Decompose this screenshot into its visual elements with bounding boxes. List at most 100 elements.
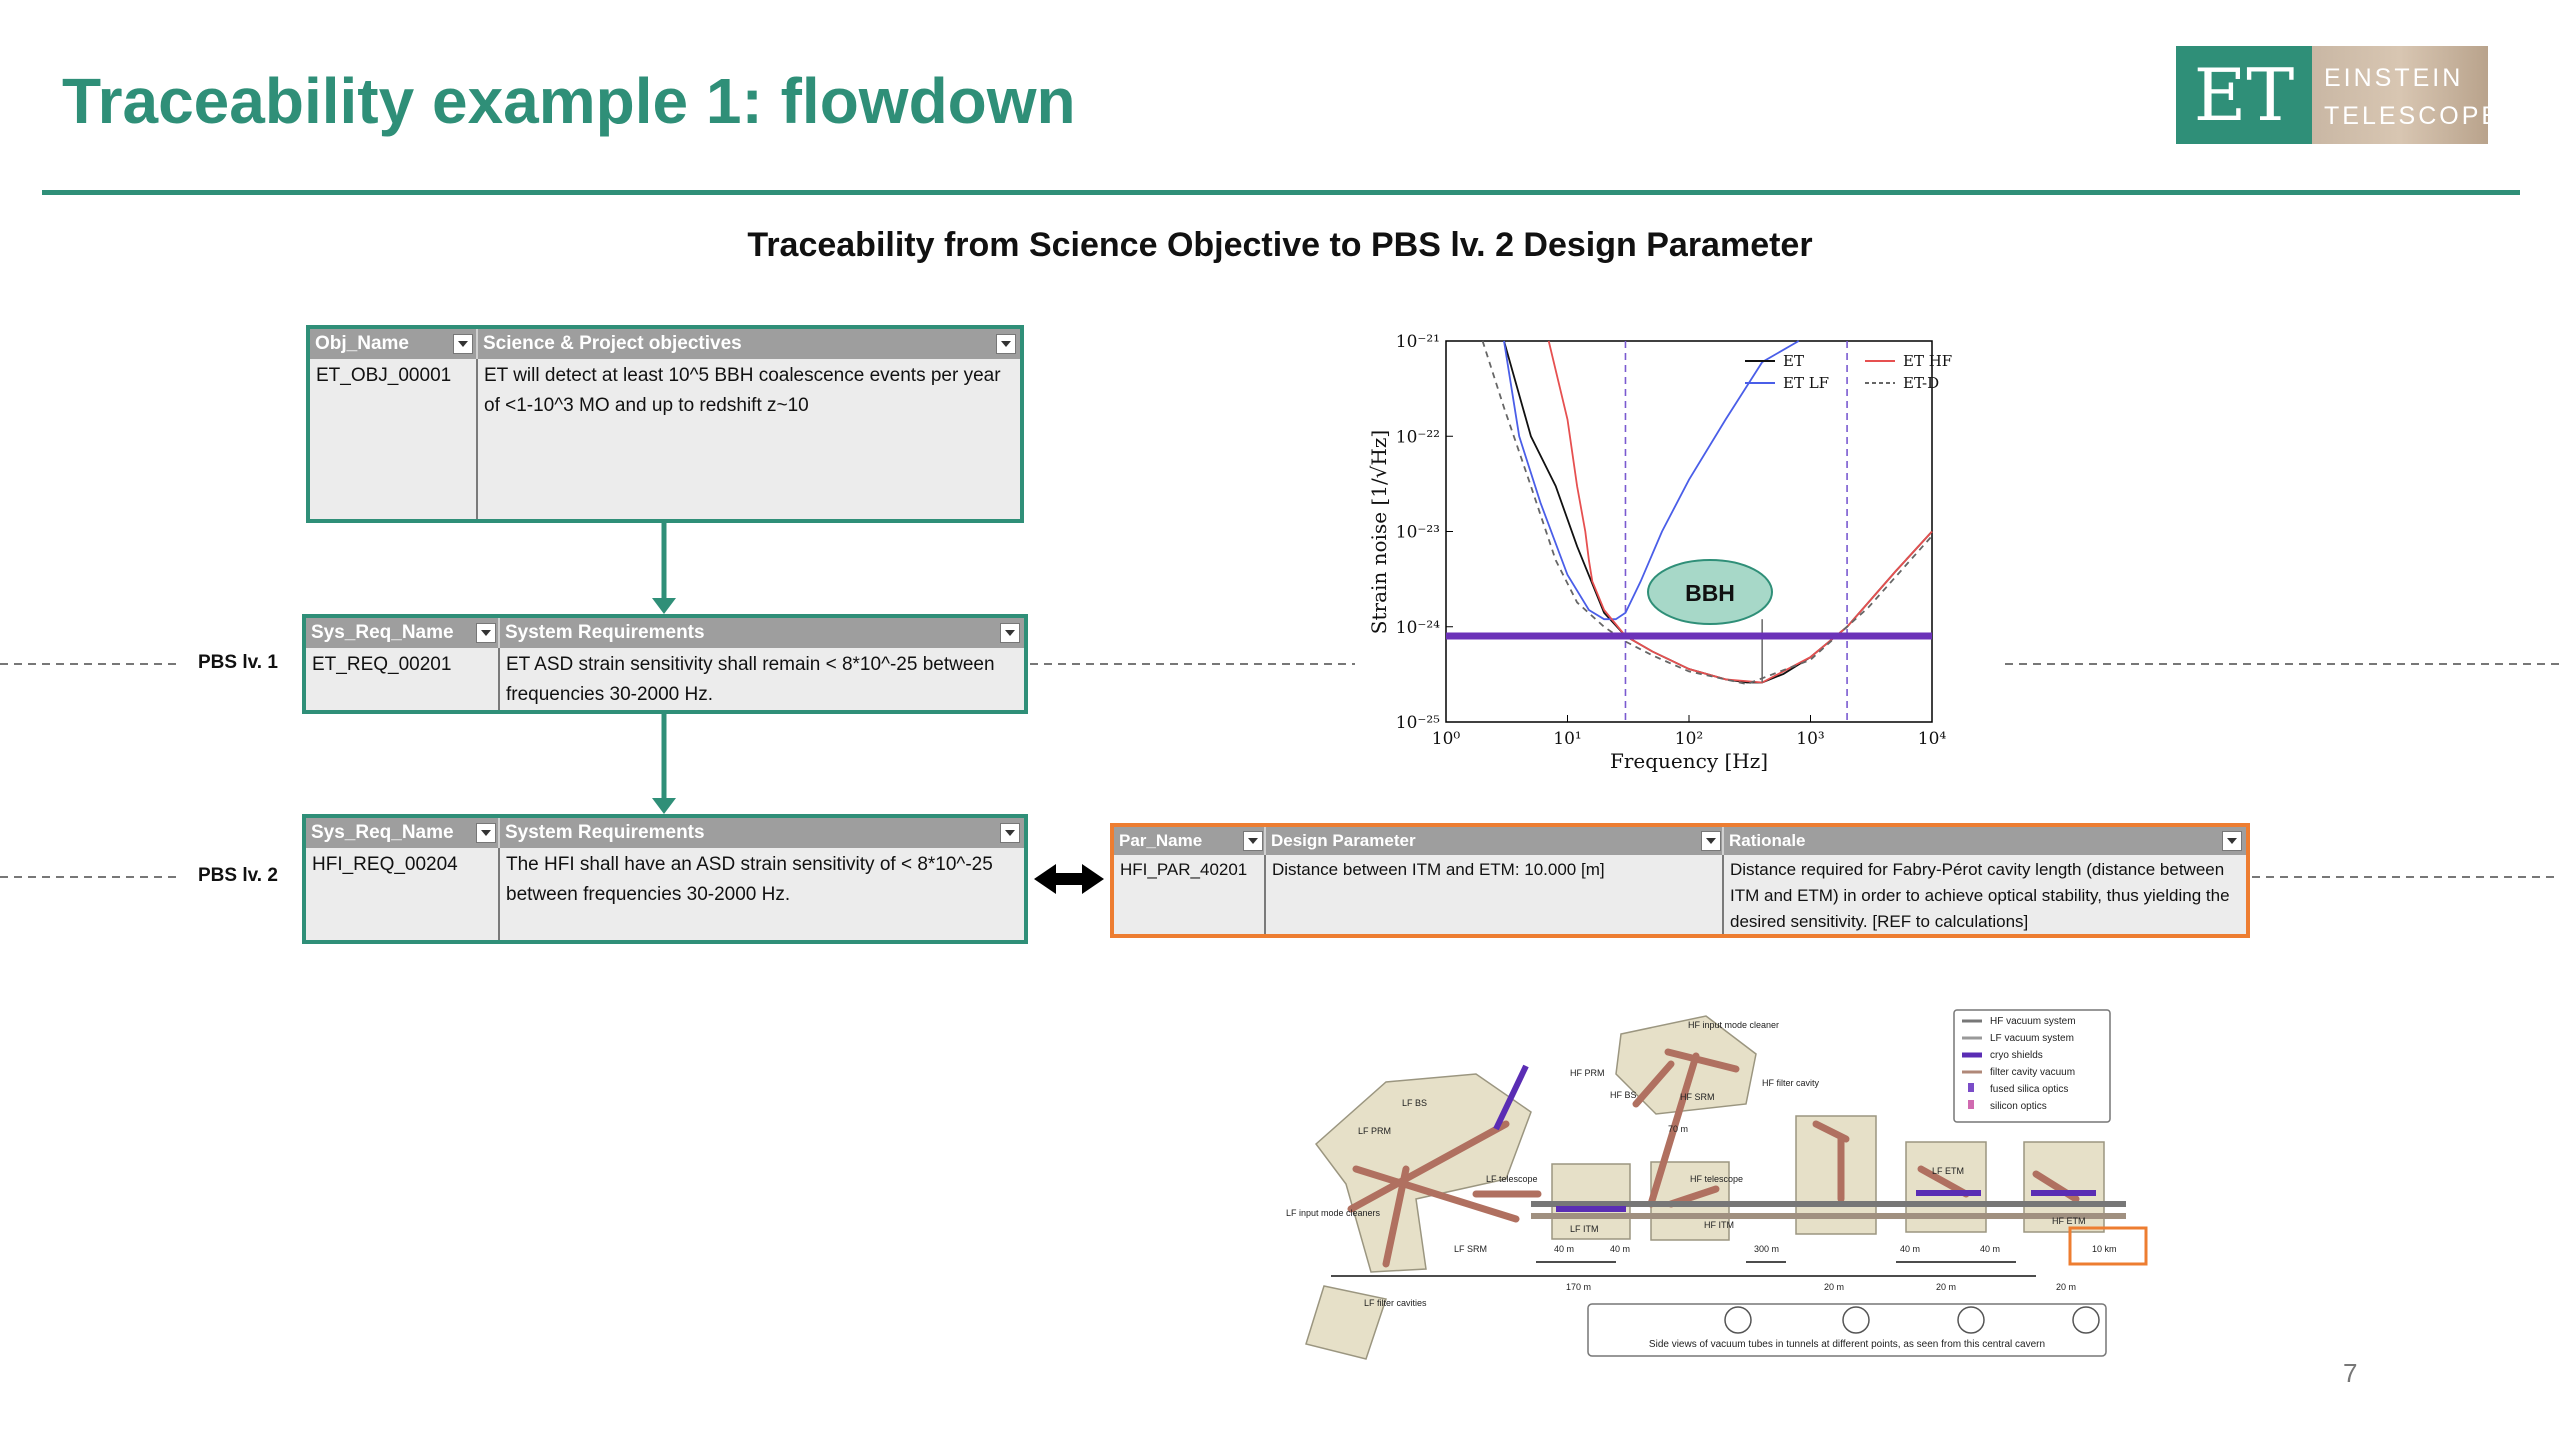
logo-letters: ET [2176,46,2312,144]
table-header-row: Sys_Req_Name System Requirements [306,618,1024,648]
table-cell: ET ASD strain sensitivity shall remain <… [506,654,995,705]
layout-label: HF SRM [1680,1092,1715,1102]
system-requirement-lv2-table: Sys_Req_Name System Requirements HFI_REQ… [302,814,1028,944]
beam-tubes [1347,1048,2080,1268]
logo-word-einstein: EINSTEIN [2324,64,2464,92]
distance-scale [1331,1261,2036,1277]
filter-dropdown-icon[interactable] [1000,623,1020,643]
bidirectional-link-arrow [1034,864,1104,894]
table-cell: ET will detect at least 10^5 BBH coalesc… [484,365,1001,416]
layout-label: HF input mode cleaner [1688,1020,1779,1030]
layout-legend-swatch [1968,1100,1974,1109]
layout-label: LF BS [1402,1098,1427,1108]
ten-km-highlight-box [2068,1226,2148,1266]
header-cell: Obj_Name [310,329,478,359]
layout-legend-label: HF vacuum system [1990,1016,2076,1027]
table-cell: HFI_REQ_00204 [306,848,500,940]
logo-word-telescope: TELESCOPE [2324,102,2502,130]
header-cell: Design Parameter [1266,827,1724,855]
table-cell: HFI_PAR_40201 [1114,855,1266,934]
x-tick-label: 10³ [1796,729,1824,749]
filter-dropdown-icon[interactable] [2222,831,2242,851]
table-cell: Distance between ITM and ETM: 10.000 [m] [1266,855,1724,934]
header-label: Sys_Req_Name [311,822,454,843]
series-line-et-lf [1503,340,1800,621]
slide-subtitle: Traceability from Science Objective to P… [747,226,1813,264]
page-number: 7 [2343,1358,2358,1388]
layout-label: LF ETM [1932,1166,1964,1176]
flow-arrowhead-1 [652,598,676,614]
layout-label: HF telescope [1690,1174,1743,1184]
header-cell: Science & Project objectives [478,329,1020,359]
legend-label: ET HF [1903,352,1952,370]
table-cell: ET_OBJ_00001 [310,359,478,519]
header-cell: Par_Name [1114,827,1266,855]
header-label: Obj_Name [315,333,409,354]
distance-label: 40 m [1554,1244,1574,1254]
layout-label: LF filter cavities [1364,1298,1427,1308]
layout-legend-swatch [1968,1083,1974,1092]
header-cell: Rationale [1724,827,2246,855]
header-cell: System Requirements [500,618,1024,648]
objective-table: Obj_Name Science & Project objectives ET… [306,325,1024,523]
header-cell: Sys_Req_Name [306,618,500,648]
layout-label: LF PRM [1358,1126,1391,1136]
layout-label: HF filter cavity [1762,1078,1820,1088]
layout-legend-label: fused silica optics [1990,1084,2068,1095]
einstein-telescope-logo: ET EINSTEIN TELESCOPE [2176,46,2498,144]
main-tubes [1493,1064,2126,1219]
header-label: Sys_Req_Name [311,622,454,643]
x-tick-label: 10⁴ [1918,729,1947,749]
filter-dropdown-icon[interactable] [1000,823,1020,843]
table-header-row: Sys_Req_Name System Requirements [306,818,1024,848]
layout-label: HF ITM [1704,1220,1734,1230]
layout-legend-label: LF vacuum system [1990,1033,2074,1044]
filter-dropdown-icon[interactable] [453,334,473,354]
system-requirement-lv1-table: Sys_Req_Name System Requirements ET_REQ_… [302,614,1028,714]
distance-label: 20 m [1824,1282,1844,1292]
x-axis-label: Frequency [Hz] [1610,749,1768,773]
filter-dropdown-icon[interactable] [996,334,1016,354]
layout-label: LF telescope [1486,1174,1538,1184]
layout-caption: Side views of vacuum tubes in tunnels at… [1649,1339,2045,1350]
y-axis-label: Strain noise [1/√Hz] [1367,430,1391,634]
layout-legend-label: cryo shields [1990,1050,2043,1061]
logo-wordmark: EINSTEIN TELESCOPE [2312,46,2498,144]
pbs-level-1-label: PBS lv. 1 [198,652,278,673]
layout-label: HF ETM [2052,1216,2086,1226]
bbh-annotation-ellipse [1647,559,1773,625]
header-cell: System Requirements [500,818,1024,848]
table-header-row: Obj_Name Science & Project objectives [310,329,1020,359]
y-tick-label: 10⁻²⁵ [1396,713,1440,733]
filter-dropdown-icon[interactable] [476,623,496,643]
y-tick-label: 10⁻²³ [1396,523,1440,543]
slide-title: Traceability example 1: flowdown [62,65,1076,137]
y-tick-label: 10⁻²¹ [1396,332,1440,352]
table-cell: Distance required for Fabry-Pérot cavity… [1730,860,2230,931]
bbh-annotation-label: BBH [1685,580,1735,606]
layout-legend-label: silicon optics [1990,1101,2047,1112]
layout-label: LF SRM [1454,1244,1487,1254]
distance-label: 40 m [1610,1244,1630,1254]
plot-frame [1445,340,1933,723]
table-cell: ET_REQ_00201 [306,648,500,710]
filter-dropdown-icon[interactable] [476,823,496,843]
distance-label: 20 m [2056,1282,2076,1292]
x-tick-label: 10¹ [1553,729,1581,749]
filter-dropdown-icon[interactable] [1701,831,1721,851]
filter-dropdown-icon[interactable] [1243,831,1263,851]
legend-label: ET [1783,352,1804,370]
header-label: System Requirements [505,822,705,843]
header-label: Rationale [1729,831,1806,850]
header-label: Science & Project objectives [483,333,742,354]
pbs-level-2-label: PBS lv. 2 [198,865,278,886]
x-tick-label: 10⁰ [1432,729,1461,749]
layout-legend-label: filter cavity vacuum [1990,1067,2075,1078]
design-parameter-table: Par_Name Design Parameter Rationale HFI_… [1110,823,2250,938]
y-tick-label: 10⁻²⁴ [1396,618,1440,638]
caption-box: Side views of vacuum tubes in tunnels at… [1587,1303,2107,1357]
